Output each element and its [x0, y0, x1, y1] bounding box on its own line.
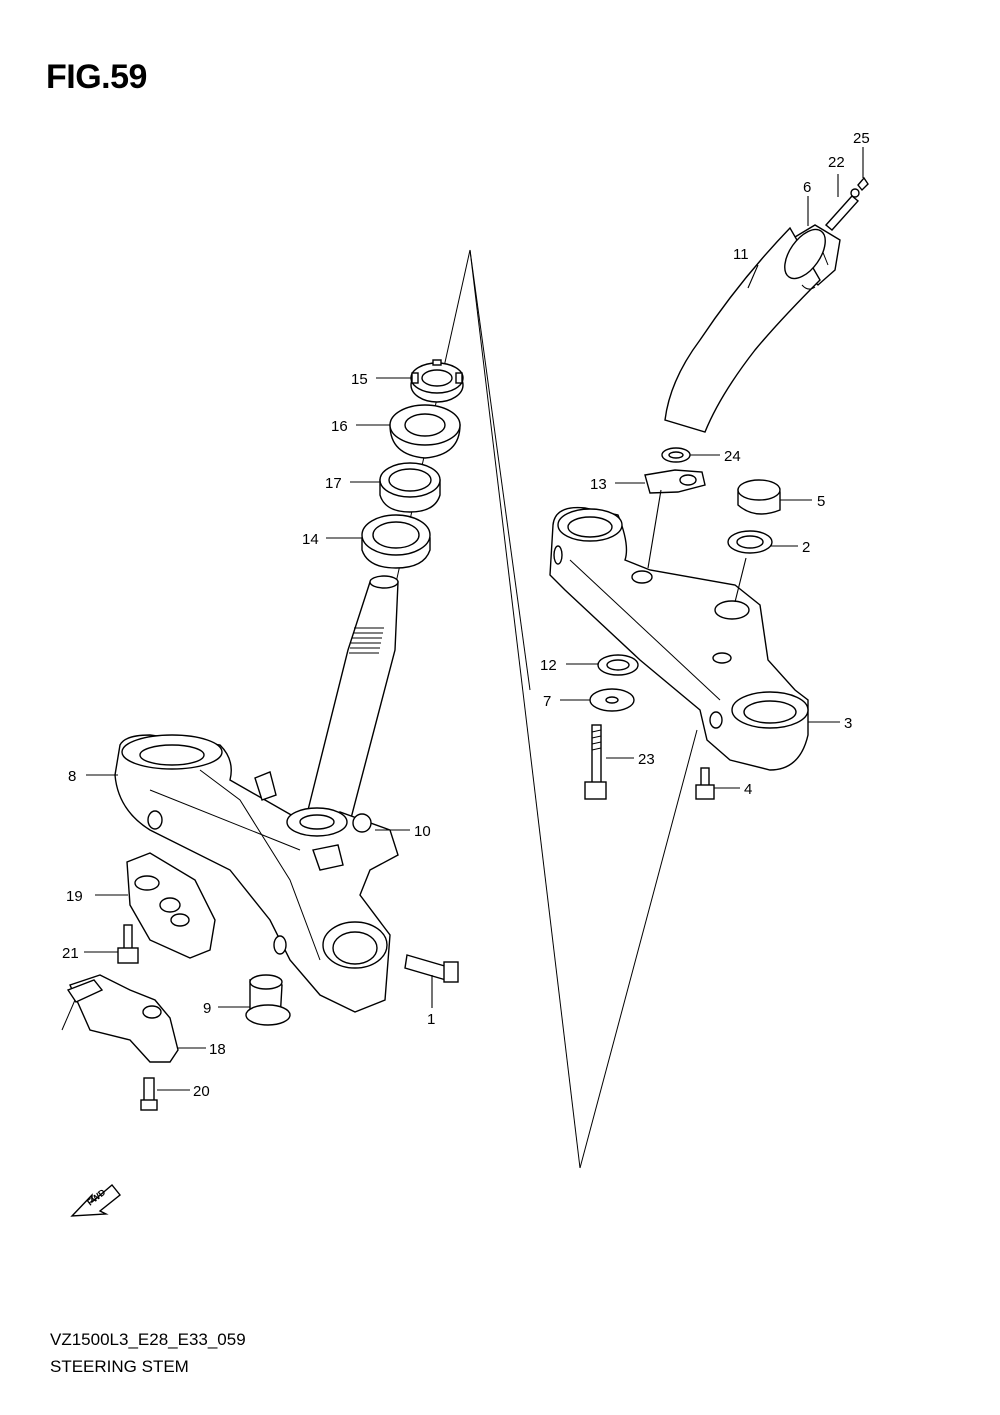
steering-stem-shaft	[304, 575, 399, 823]
callout-15: 15	[351, 371, 368, 388]
part-19-clamp	[126, 852, 216, 959]
callout-1: 1	[427, 1011, 435, 1028]
callout-22: 22	[828, 154, 845, 171]
callout-2: 2	[802, 539, 810, 556]
part-16-dust-seal	[389, 404, 461, 459]
figure-label: FIG.59	[46, 58, 147, 96]
callout-labels: 15 16 17 14 8 10 19 21 9 1 18 20 11 6 22…	[62, 130, 870, 1100]
callout-6: 6	[803, 179, 811, 196]
part-23-bolt	[584, 724, 607, 800]
callout-23: 23	[638, 751, 655, 768]
part-11-handle-tube	[664, 226, 826, 433]
callout-24: 24	[724, 448, 741, 465]
callout-5: 5	[817, 493, 825, 510]
part-4-bolt	[695, 767, 715, 800]
part-20-bolt	[140, 1077, 158, 1111]
part-3-upper-bracket	[549, 506, 809, 771]
part-10-stem-seal	[286, 807, 372, 837]
part-21-bolt	[117, 924, 139, 964]
part-25-clip	[857, 176, 869, 192]
part-7-washer	[589, 688, 635, 712]
part-5-cap	[737, 479, 781, 515]
part-13-plate	[644, 469, 706, 494]
callout-18: 18	[209, 1041, 226, 1058]
leader-lines	[84, 147, 864, 1091]
part-14-lower-bearing	[361, 514, 431, 569]
part-12-seal	[597, 654, 639, 676]
callout-10: 10	[414, 823, 431, 840]
section-title: STEERING STEM	[50, 1357, 189, 1376]
callout-14: 14	[302, 531, 319, 548]
callout-9: 9	[203, 1000, 211, 1017]
callout-12: 12	[540, 657, 557, 674]
callout-16: 16	[331, 418, 348, 435]
callout-8: 8	[68, 768, 76, 785]
part-18-lock-bracket	[61, 974, 179, 1063]
model-code: VZ1500L3_E28_E33_059	[50, 1330, 246, 1349]
part-17-upper-bearing	[379, 462, 441, 513]
assembly-grouping-lines	[344, 249, 698, 1169]
part-15-stem-nut	[410, 359, 464, 403]
part-9-bushing	[245, 974, 291, 1026]
part-1-bolt	[404, 954, 459, 983]
part-22-bolt	[824, 188, 860, 231]
callout-20: 20	[193, 1083, 210, 1100]
callout-11: 11	[733, 246, 749, 263]
callout-19: 19	[66, 888, 83, 905]
part-24-washer	[661, 447, 691, 463]
callout-21: 21	[62, 945, 79, 962]
callout-25: 25	[853, 130, 870, 147]
callout-17: 17	[325, 475, 342, 492]
forward-direction-arrow: FWD	[70, 1183, 121, 1217]
callout-3: 3	[844, 715, 852, 732]
part-2-washer	[727, 530, 773, 554]
callout-4: 4	[744, 781, 752, 798]
callout-13: 13	[590, 476, 607, 493]
callout-7: 7	[543, 693, 551, 710]
part-8-lower-bracket	[114, 734, 399, 1013]
